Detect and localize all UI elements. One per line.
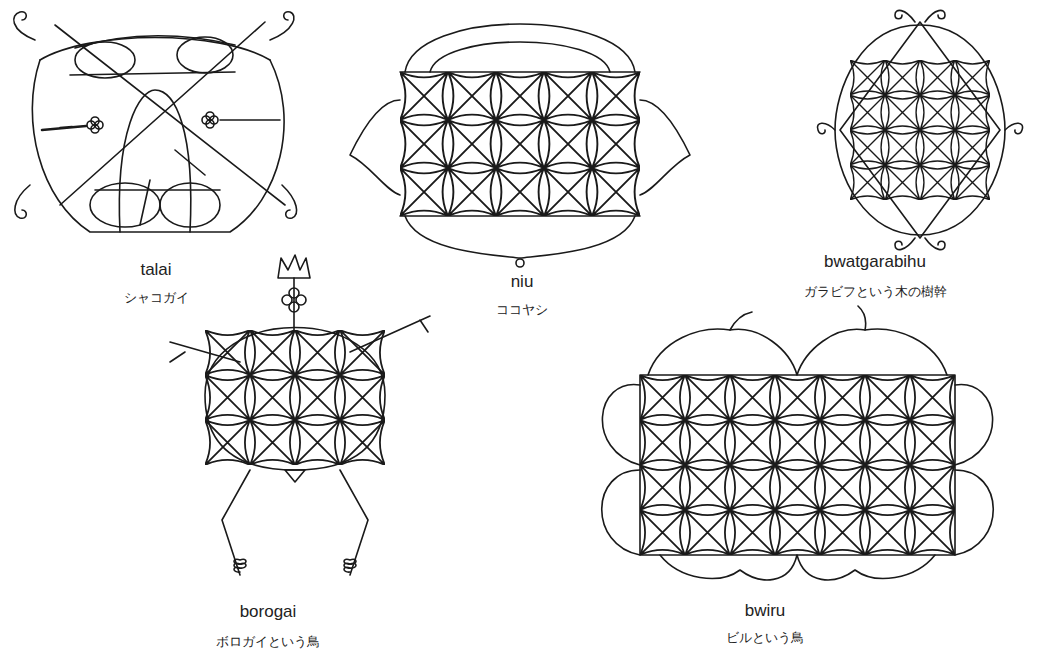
figure-name: bwatgarabihu: [824, 252, 926, 272]
niu-drawing: [350, 24, 690, 267]
borogai-drawing: [170, 255, 430, 575]
figure-gloss: ガラビフという木の樹幹: [804, 284, 947, 300]
figure-name: niu: [511, 272, 534, 292]
bwatgarabihu-drawing: [817, 10, 1022, 249]
figure-gloss: ビルという鳥: [726, 630, 804, 646]
figure-name: borogai: [240, 602, 297, 622]
figure-name: bwiru: [745, 601, 786, 621]
bwiru-drawing: [602, 306, 994, 580]
figure-gloss: ボロガイという鳥: [216, 634, 320, 650]
figure-gloss: シャコガイ: [124, 290, 189, 306]
talai-drawing: [14, 12, 297, 232]
figure-name: talai: [140, 260, 171, 280]
figure-gloss: ココヤシ: [496, 302, 548, 318]
